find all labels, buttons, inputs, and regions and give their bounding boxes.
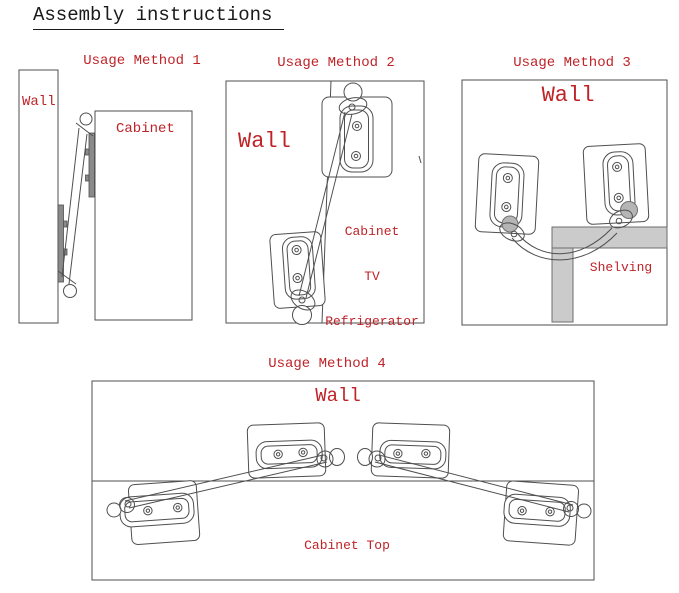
wall-rect: [18, 69, 59, 324]
anchor-strap-right: [374, 454, 574, 513]
panel2-line-tv: TV: [364, 269, 380, 284]
panel2-line-cabinet: Cabinet: [344, 224, 400, 239]
panel3-shelf-view: [461, 79, 668, 326]
panel2-front-view: [225, 80, 425, 325]
strap-ball: [329, 448, 345, 466]
strap-loop-bottom: [290, 289, 316, 311]
panel1-cabinet-label: Cabinet: [116, 121, 175, 137]
strap-ball: [576, 503, 592, 519]
strap-ball-left: [501, 215, 519, 233]
strap-loop: [563, 501, 579, 517]
page-title: Assembly instructions: [33, 5, 285, 30]
shelving-unit: [551, 226, 668, 323]
cabinet-side-plate: [85, 132, 95, 198]
panel2-line-refrigerator: Refrigerator: [325, 314, 419, 329]
panel4-top-view: [91, 380, 595, 581]
strap-loop-top: [338, 97, 368, 115]
panel2-title: Usage Method 2: [277, 55, 395, 71]
panel4-cabinet-top-label: Cabinet Top: [304, 538, 390, 553]
cabinet-rect: [94, 110, 193, 321]
lower-bracket: [269, 231, 326, 309]
strap-ball-bottom: [292, 305, 312, 325]
panel2-wall-label: Wall: [238, 129, 291, 154]
lower-left-bracket: [119, 480, 201, 545]
lower-right-bracket: [502, 480, 580, 546]
anchor-strap: [298, 111, 353, 299]
strap-ball-bottom: [63, 284, 77, 298]
anchor-strap: [511, 227, 618, 261]
panel1-title: Usage Method 1: [83, 53, 201, 69]
panel1-wall-label: Wall: [22, 94, 56, 110]
anchor-strap: [57, 122, 94, 285]
panel4-title: Usage Method 4: [268, 356, 386, 372]
strap-loop: [119, 497, 135, 513]
upper-right-bracket: [370, 422, 451, 479]
strap-ball-right: [620, 201, 638, 219]
strap-loop-left: [499, 222, 525, 242]
strap-loop-right: [609, 209, 633, 229]
strap-ball: [106, 502, 122, 518]
panel3-wall-label: Wall: [541, 83, 595, 108]
panel1-side-view: [18, 69, 193, 324]
left-bracket: [474, 153, 540, 235]
strap-ball-top: [79, 112, 93, 126]
anchor-strap-left: [124, 454, 328, 509]
panel3-title: Usage Method 3: [513, 55, 631, 71]
panel2-anchored-items-label: Cabinet TV Refrigerator: [325, 194, 419, 359]
panel4-wall-label: Wall: [315, 385, 361, 407]
panel3-shelving-label: Shelving: [589, 260, 653, 275]
strap-loop: [316, 450, 334, 468]
upper-bracket: [321, 82, 393, 178]
strap-loop: [368, 450, 386, 468]
strap-ball: [357, 448, 373, 466]
